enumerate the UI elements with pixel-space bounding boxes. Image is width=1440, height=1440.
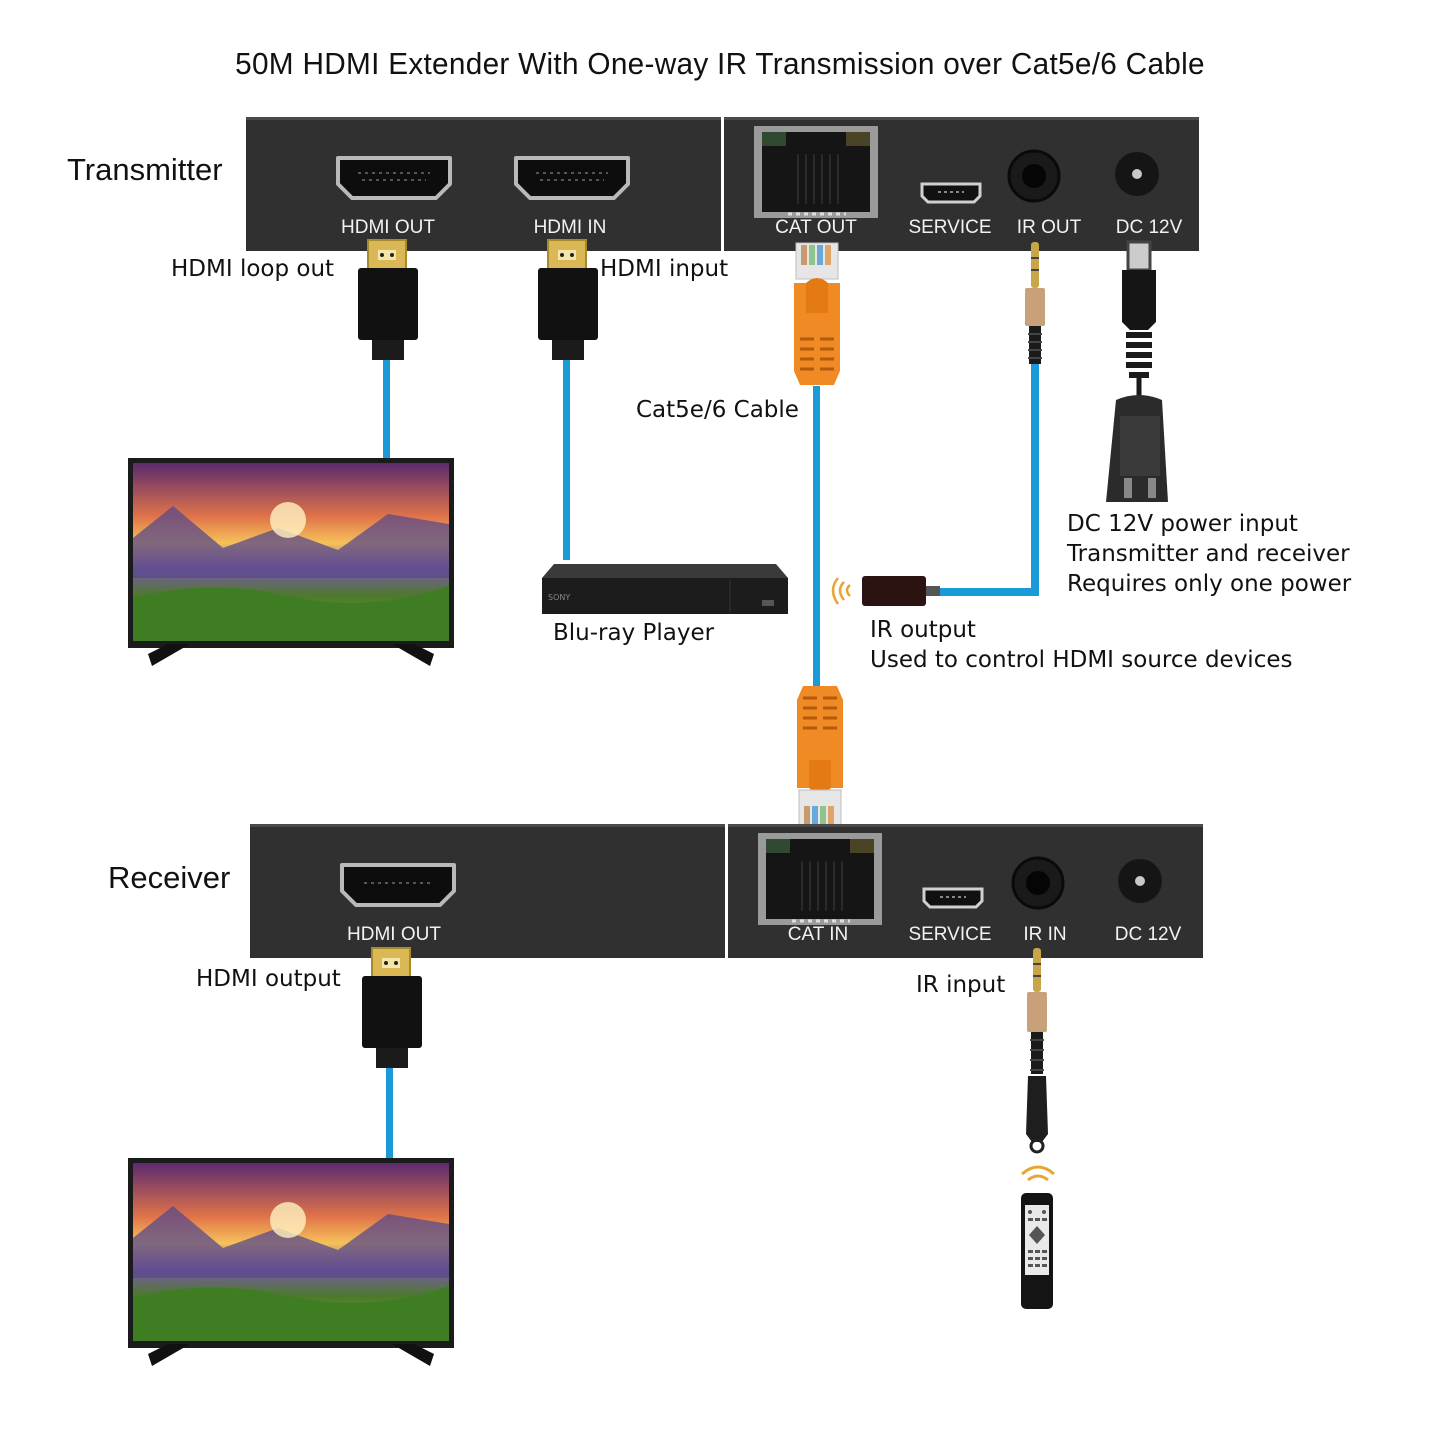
ir-out-cable-vertical [1031,364,1039,596]
rx-hdmi-out-label: HDMI OUT [347,924,441,945]
ir-input-label: IR input [916,972,1006,998]
bluray-brand-text: SONY [548,593,570,602]
audio-jack-icon [1007,149,1061,203]
cat-cable-label: Cat5e/6 Cable [636,397,799,423]
rj45-plug-tx-icon [794,242,840,385]
dc-jack-icon [1115,152,1159,196]
rx-dc-label: DC 12V [1114,924,1182,945]
transmitter-rear-panel: CAT OUT SERVICE IR OUT DC 12V [724,117,1199,251]
tv-output-icon [128,1158,454,1366]
hdmi-plug-loop-out-icon [358,239,418,360]
power-adapter-icon [1106,240,1168,502]
ir-output-note: IR output Used to control HDMI source de… [870,615,1292,675]
hdmi-plug-output-icon [362,947,422,1068]
transmitter-label: Transmitter [67,152,223,187]
ir-emitter-icon [831,576,940,606]
hdmi-port-icon [514,156,630,200]
receiver-front-panel: HDMI OUT [250,824,725,958]
dc-jack-icon [1118,859,1162,903]
tx-ir-out-label: IR OUT [1016,217,1082,238]
rx-cat-in-label: CAT IN [787,924,849,945]
bluray-player-icon: SONY [542,564,788,614]
receiver-hdmi-port [340,863,456,907]
ir-output-note-line: IR output [870,617,976,643]
micro-usb-port-icon [920,182,982,204]
receiver-label: Receiver [108,860,231,895]
power-note-line: Transmitter and receiver [1067,541,1350,567]
rj45-plug-rx-icon [797,686,843,829]
rj45-port-icon [754,126,878,218]
transmitter-rear-ports [754,126,1159,218]
tx-hdmi-in-label: HDMI IN [533,217,607,238]
power-note-line: DC 12V power input [1067,511,1298,537]
power-note: DC 12V power input Transmitter and recei… [1067,509,1351,599]
ir-output-note-line: Used to control HDMI source devices [870,647,1293,673]
tx-cat-out-label: CAT OUT [775,217,857,238]
hdmi-output-label: HDMI output [196,966,341,992]
cat-cable [813,386,820,686]
bluray-label: Blu-ray Player [553,620,715,646]
tx-dc-label: DC 12V [1115,217,1183,238]
micro-usb-port-icon [922,887,984,909]
tv-loop-out-icon [128,458,454,666]
tx-service-label: SERVICE [908,217,992,238]
ir-signal-waves-icon [831,577,851,605]
ir-out-cable-horizontal [940,588,1039,596]
remote-control-icon [1021,1165,1055,1309]
ir-audio-plug-tx-icon [1025,242,1045,364]
rj45-port-icon [758,833,882,925]
hdmi-cable-input [563,360,570,560]
rx-service-label: SERVICE [908,924,992,945]
hdmi-port-icon [340,863,456,907]
audio-jack-icon [1011,856,1065,910]
hdmi-loop-out-label: HDMI loop out [171,256,335,282]
receiver-rear-ports [758,833,1162,925]
diagram-title: 50M HDMI Extender With One-way IR Transm… [235,46,1205,81]
power-note-line: Requires only one power [1067,571,1352,597]
hdmi-port-icon [336,156,452,200]
hdmi-cable-output [386,1068,393,1158]
rx-ir-in-label: IR IN [1023,924,1067,945]
transmitter-hdmi-ports [336,156,630,200]
transmitter-front-panel: HDMI OUT HDMI IN [246,117,721,251]
hdmi-plug-input-icon [538,239,598,360]
receiver-rear-panel: CAT IN SERVICE IR IN DC 12V [728,824,1203,958]
ir-receiver-plug-icon [1026,948,1048,1154]
hdmi-cable-loop-out [383,360,390,458]
hdmi-input-label: HDMI input [600,256,729,282]
ir-signal-waves-icon [1021,1165,1055,1182]
tx-hdmi-out-label: HDMI OUT [341,217,435,238]
